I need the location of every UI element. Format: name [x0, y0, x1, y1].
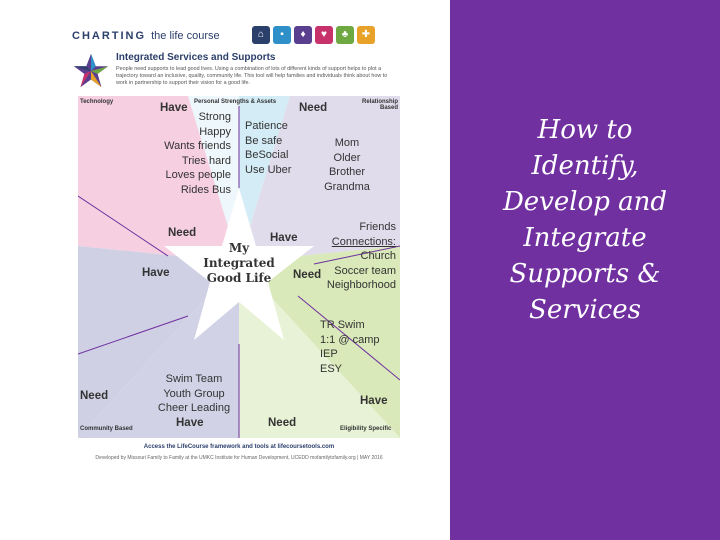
personal-have-region [188, 96, 239, 262]
category-technology: Technology [80, 99, 114, 105]
community-region [78, 246, 239, 438]
technology-divider-line [78, 195, 169, 257]
eligibility-need-label: Need [268, 417, 297, 429]
community-divider-line [78, 315, 189, 355]
community-list: Swim Team Youth Group Cheer Leading [157, 373, 231, 414]
slide-content-area: CHARTING the life course ⌂ ▪ ♦ ♥ ♣ ✚ Int… [72, 26, 400, 461]
relationship-region [239, 96, 400, 262]
eligibility-have-label: Have [360, 395, 388, 407]
document-footer-credit: Developed by Missouri Family to Family a… [95, 455, 383, 461]
document-footer-link: Access the LifeCourse framework and tool… [143, 444, 335, 450]
star-logo-icon [73, 53, 109, 88]
family-icon: ♥ [315, 26, 333, 44]
title-side-panel: How to Identify, Develop and Integrate S… [450, 0, 720, 540]
charting-logo-text: CHARTING the life course [72, 30, 220, 42]
eligibility-region [239, 246, 400, 438]
person-icon: ♦ [294, 26, 312, 44]
relationship-need-label: Need [293, 269, 322, 281]
document-subtitle: Integrated Services and Supports [116, 52, 276, 63]
personal-need-label: Need [299, 102, 328, 114]
personal-have-label: Have [160, 102, 188, 114]
category-eligibility: Eligibility Specific [340, 426, 392, 432]
work-icon: ▪ [273, 26, 291, 44]
category-personal: Personal Strengths & Assets [194, 99, 277, 105]
lifecourse-domain-icons: ⌂ ▪ ♦ ♥ ♣ ✚ [252, 26, 375, 44]
technology-have-label: Have [142, 267, 170, 279]
technology-need-label: Need [168, 227, 197, 239]
document-description: People need supports to lead good lives.… [116, 66, 388, 86]
health-icon: ✚ [357, 26, 375, 44]
eligibility-list: TR Swim 1:1 @ camp IEP ESY [320, 319, 380, 375]
eligibility-divider-line [297, 295, 400, 381]
community-need-label: Need [80, 390, 109, 402]
category-relationship: Relationship Based [361, 99, 398, 111]
integrated-supports-star-diagram [78, 96, 400, 438]
technology-region [78, 96, 239, 262]
relationship-have-label: Have [270, 232, 298, 244]
relationship-divider-line [313, 245, 400, 265]
relationship-top-list: Mom Older Brother Grandma [324, 137, 370, 193]
community-have-label: Have [176, 417, 204, 429]
community-icon: ♣ [336, 26, 354, 44]
relationship-bottom-list: Friends Connections: Church Soccer team … [326, 221, 396, 291]
center-star [164, 188, 314, 340]
personal-have-list: Strong Happy Wants friends Tries hard Lo… [164, 111, 231, 196]
slide-title: How to Identify, Develop and Integrate S… [502, 115, 668, 325]
eligibility-lower-region [239, 262, 400, 438]
category-community: Community Based [80, 426, 133, 432]
personal-need-list: Patience Be safe BeSocial Use Uber [245, 120, 292, 176]
home-icon: ⌂ [252, 26, 270, 44]
center-title: My Integrated Good Life [203, 241, 275, 285]
